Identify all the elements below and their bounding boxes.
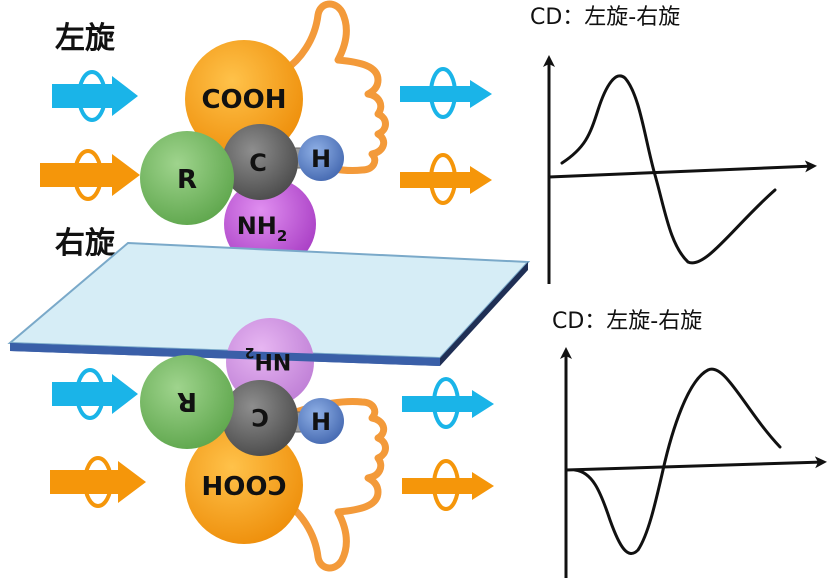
r-group-atom (140, 355, 234, 449)
r-group-label: R (177, 165, 197, 195)
r-group-label: R (177, 386, 197, 416)
light-arrow-blue-in-top (52, 70, 138, 122)
rotation-circle-icon (73, 149, 103, 201)
carbon-label: C (249, 149, 267, 177)
light-arrow-blue-out-bottom (402, 377, 494, 429)
light-arrow-orange-in-top (40, 149, 140, 201)
cd-bottom-x-axis (565, 456, 827, 472)
cd-top-curve (560, 74, 777, 265)
carbon-label: C (251, 403, 269, 431)
amine-atom (224, 178, 316, 270)
cd-plot-top (543, 55, 817, 284)
light-arrow-blue-in-bottom (52, 368, 138, 420)
cd-plot-top-title: CD：左旋-右旋 (530, 5, 680, 30)
hand-outline-bottom (281, 398, 389, 572)
molecule-bottom: NH2 COOH H C R (10, 318, 440, 572)
molecule-top: COOH NH2 H C R (140, 40, 344, 270)
hydrogen-atom (298, 398, 344, 444)
cd-plot-bottom-title: CD：左旋-右旋 (552, 309, 702, 334)
amine-label: NH2 (237, 212, 288, 245)
cooh-atom (185, 426, 303, 544)
cd-bottom-curve (573, 367, 782, 555)
r-group-atom (140, 131, 234, 225)
amine-subscript: 2 (245, 344, 255, 360)
cd-plot-bottom (560, 347, 827, 578)
mirror-plane-edge (10, 343, 440, 366)
amine-label-text: NH (254, 348, 291, 373)
rotation-circle-icon (83, 456, 113, 508)
cd-top-x-axis (548, 160, 817, 179)
cooh-label: COOH (201, 469, 286, 499)
hydrogen-label: H (311, 145, 331, 173)
amine-label-text: NH (237, 212, 277, 240)
rotation-circle-icon (429, 153, 457, 205)
amine-subscript: 2 (277, 227, 287, 245)
label-right-handed: 右旋 (55, 226, 115, 261)
amine-label: NH2 (245, 344, 292, 373)
rotation-circle-icon (432, 377, 460, 429)
carbon-atom (222, 380, 298, 456)
rotation-circle-icon (429, 67, 457, 119)
light-arrow-blue-out-top (400, 67, 492, 119)
hand-outline-top (281, 0, 389, 174)
light-arrow-orange-in-bottom (50, 456, 146, 508)
light-arrow-orange-out-top (400, 153, 492, 205)
label-left-handed: 左旋 (55, 21, 115, 56)
rotation-circle-icon (432, 459, 460, 511)
light-arrow-orange-out-bottom (402, 459, 494, 511)
carbon-atom (222, 124, 298, 200)
cooh-label: COOH (201, 85, 286, 115)
hydrogen-atom (298, 135, 344, 181)
rotation-circle-icon (75, 368, 105, 420)
rotation-circle-icon (77, 70, 107, 122)
hydrogen-label: H (311, 408, 331, 436)
